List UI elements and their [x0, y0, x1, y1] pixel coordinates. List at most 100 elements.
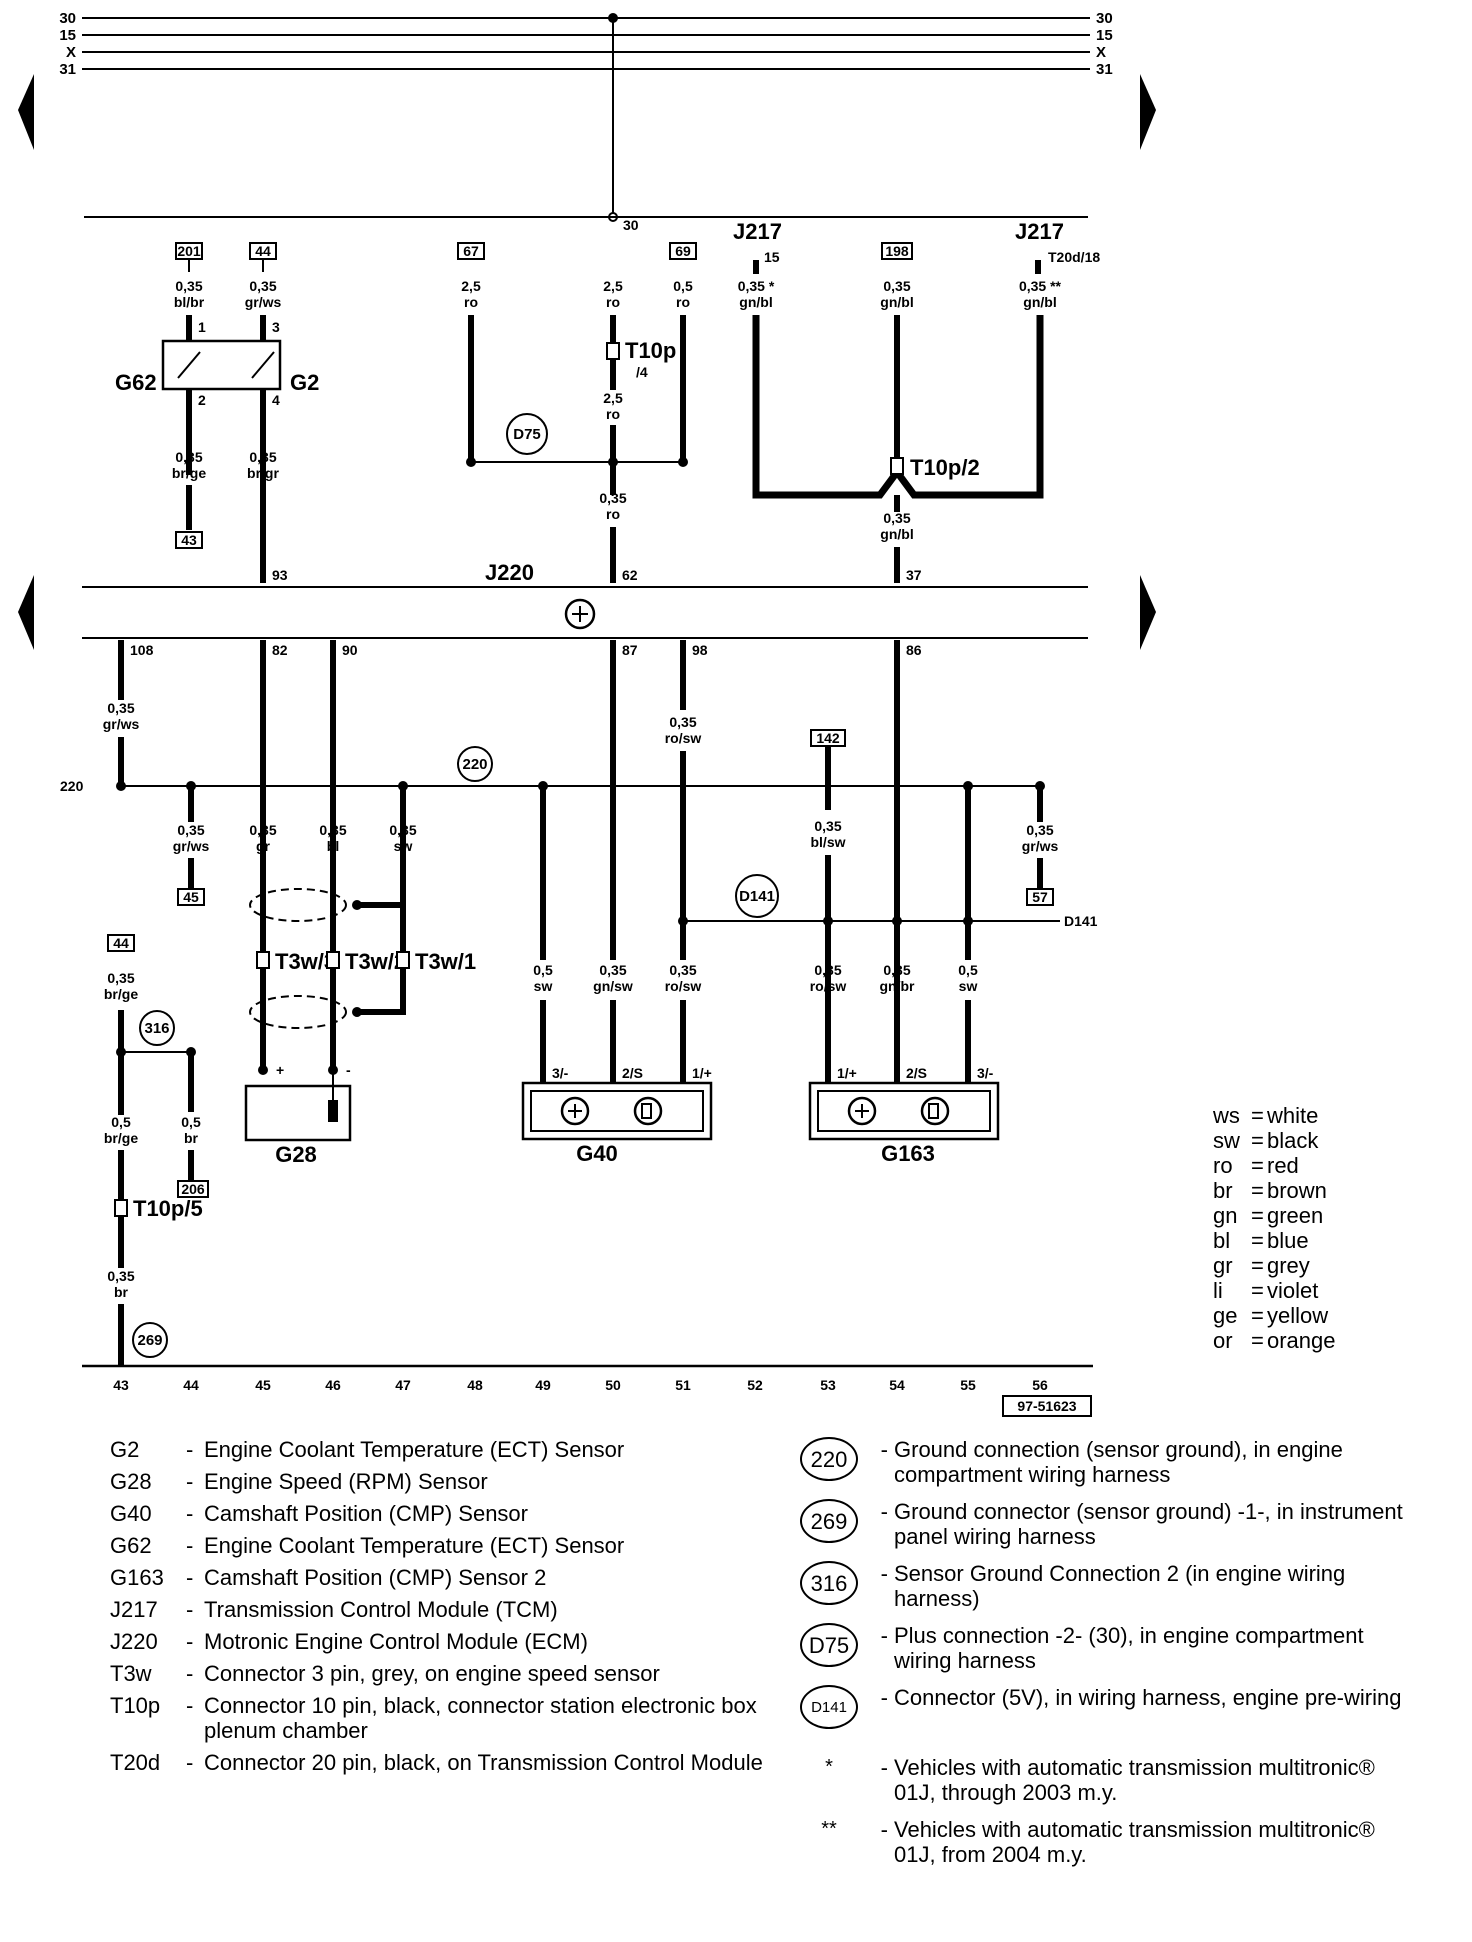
color-name: grey: [1267, 1253, 1310, 1278]
component-description: Connector 3 pin, grey, on engine speed s…: [204, 1661, 660, 1686]
svg-text:57: 57: [1032, 889, 1048, 905]
color-code: br: [1213, 1178, 1233, 1203]
ground-description: Ground connector (sensor ground) -1-, in…: [894, 1499, 1403, 1549]
color-legend-item: ws=white: [1213, 1103, 1336, 1128]
color-legend-item: li=violet: [1213, 1278, 1336, 1303]
equals-sign: =: [1251, 1128, 1264, 1153]
ground-symbol: 220: [800, 1437, 858, 1481]
svg-text:0,35: 0,35: [814, 962, 841, 978]
svg-text:3/-: 3/-: [552, 1065, 569, 1081]
svg-text:ro: ro: [464, 294, 478, 310]
color-name: white: [1267, 1103, 1319, 1128]
component-description: Transmission Control Module (TCM): [204, 1597, 558, 1622]
svg-text:47: 47: [395, 1377, 411, 1393]
svg-text:53: 53: [820, 1377, 836, 1393]
bus-labels-right: 30 15 X 31: [1096, 10, 1113, 78]
ground-description: Ground connection (sensor ground), in en…: [894, 1437, 1343, 1487]
component-code: J217: [110, 1597, 158, 1622]
bus-label-x-right: X: [1096, 44, 1106, 61]
t3w3-label: T3w/3: [275, 949, 336, 974]
j217-label-1: J217: [733, 219, 782, 244]
d141-circle: D141: [739, 888, 775, 905]
svg-text:3: 3: [272, 319, 280, 335]
bus-label-x: X: [66, 44, 76, 61]
equals-sign: =: [1251, 1203, 1264, 1228]
ground-legend-item: D75-Plus connection -2- (30), in engine …: [800, 1623, 1440, 1673]
svg-text:gr/ws: gr/ws: [173, 838, 210, 854]
color-code: ro: [1213, 1153, 1233, 1178]
color-name: violet: [1267, 1278, 1319, 1303]
svg-text:br/ge: br/ge: [172, 465, 206, 481]
color-legend-item: gn=green: [1213, 1203, 1336, 1228]
page-right-arrow: [1140, 74, 1156, 150]
svg-text:108: 108: [130, 642, 154, 658]
t10p4-label: T10p: [625, 338, 676, 363]
ground-symbol: D75: [800, 1623, 858, 1667]
svg-text:4: 4: [272, 392, 280, 408]
component-legend-item: T20d-Connector 20 pin, black, on Transmi…: [110, 1750, 764, 1775]
component-code: G2: [110, 1437, 140, 1462]
dash: -: [186, 1565, 194, 1590]
component-legend-item: J217-Transmission Control Module (TCM): [110, 1597, 764, 1622]
svg-text:55: 55: [960, 1377, 976, 1393]
component-legend-item: T3w-Connector 3 pin, grey, on engine spe…: [110, 1661, 764, 1686]
color-name: black: [1267, 1128, 1319, 1153]
dash: -: [880, 1437, 888, 1462]
ground-symbol: 316: [800, 1561, 858, 1605]
color-legend-item: bl=blue: [1213, 1228, 1336, 1253]
color-code: or: [1213, 1328, 1233, 1353]
svg-text:2,5: 2,5: [461, 278, 481, 294]
color-name: blue: [1267, 1228, 1309, 1253]
footnote-symbol: *: [825, 1756, 833, 1778]
svg-text:sw: sw: [534, 978, 553, 994]
svg-text:0,5: 0,5: [111, 1114, 131, 1130]
svg-text:48: 48: [467, 1377, 483, 1393]
power-bus: [82, 17, 1090, 70]
ground-symbol: D141: [800, 1685, 858, 1729]
node-220-label: 220: [60, 778, 84, 794]
svg-text:43: 43: [113, 1377, 129, 1393]
svg-text:67: 67: [463, 243, 479, 259]
svg-text:3/-: 3/-: [977, 1065, 994, 1081]
component-code: G62: [110, 1533, 152, 1558]
component-legend-item: G163-Camshaft Position (CMP) Sensor 2: [110, 1565, 764, 1590]
svg-text:ro/sw: ro/sw: [810, 978, 847, 994]
svg-text:37: 37: [906, 567, 922, 583]
svg-text:0,35: 0,35: [814, 818, 841, 834]
svg-text:82: 82: [272, 642, 288, 658]
ref-201: 201: [177, 243, 201, 259]
svg-text:206: 206: [181, 1181, 205, 1197]
svg-text:15: 15: [764, 249, 780, 265]
dash: -: [186, 1661, 194, 1686]
svg-text:2: 2: [198, 392, 206, 408]
svg-text:gn/sw: gn/sw: [593, 978, 633, 994]
circle-220: 220: [462, 756, 487, 773]
spacer: [800, 1741, 1440, 1755]
ground-description: Plus connection -2- (30), in engine comp…: [894, 1623, 1364, 1673]
svg-text:62: 62: [622, 567, 638, 583]
bus-label-31: 31: [59, 61, 76, 78]
svg-text:86: 86: [906, 642, 922, 658]
component-code: G40: [110, 1501, 152, 1526]
component-legend-item: G40-Camshaft Position (CMP) Sensor: [110, 1501, 764, 1526]
color-code: sw: [1213, 1128, 1240, 1153]
ground-description: Connector (5V), in wiring harness, engin…: [894, 1685, 1402, 1710]
svg-text:2/S: 2/S: [906, 1065, 927, 1081]
color-code: bl: [1213, 1228, 1231, 1253]
svg-text:0,35: 0,35: [599, 490, 626, 506]
svg-text:bl/sw: bl/sw: [810, 834, 845, 850]
component-code: T20d: [110, 1750, 161, 1775]
component-legend-item: G28-Engine Speed (RPM) Sensor: [110, 1469, 764, 1494]
dash: -: [186, 1693, 194, 1718]
color-name: red: [1267, 1153, 1299, 1178]
t10p2-label: T10p/2: [910, 455, 980, 480]
g28-sensor-box: [244, 1084, 352, 1142]
svg-text:90: 90: [342, 642, 358, 658]
component-description: Camshaft Position (CMP) Sensor: [204, 1501, 528, 1526]
equals-sign: =: [1251, 1328, 1264, 1353]
svg-text:0,35: 0,35: [107, 1268, 134, 1284]
svg-text:ro: ro: [606, 506, 620, 522]
j217-label-2: J217: [1015, 219, 1064, 244]
svg-text:0,35: 0,35: [107, 700, 134, 716]
svg-text:ro/sw: ro/sw: [665, 730, 702, 746]
